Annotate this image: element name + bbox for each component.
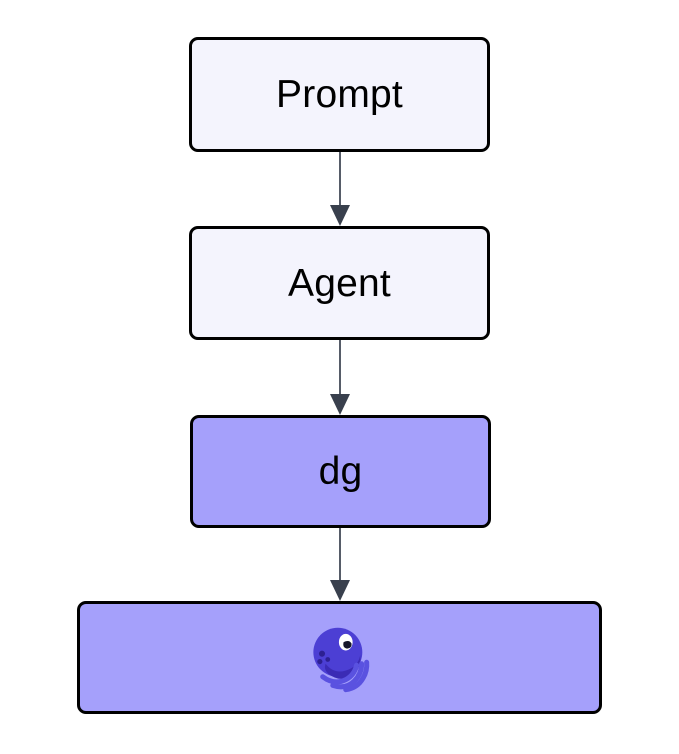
node-agent[interactable]: Agent [189,226,490,340]
node-prompt[interactable]: Prompt [189,37,490,152]
edge-dg-to-octopus [330,528,350,601]
edge-prompt-to-agent [330,152,350,226]
octopus-icon [304,622,376,694]
node-octopus[interactable] [77,601,602,714]
node-dg-label: dg [318,450,363,493]
edge-agent-to-dg [330,340,350,415]
node-prompt-label: Prompt [276,73,403,116]
node-agent-label: Agent [288,261,391,305]
node-dg[interactable]: dg [190,415,491,528]
